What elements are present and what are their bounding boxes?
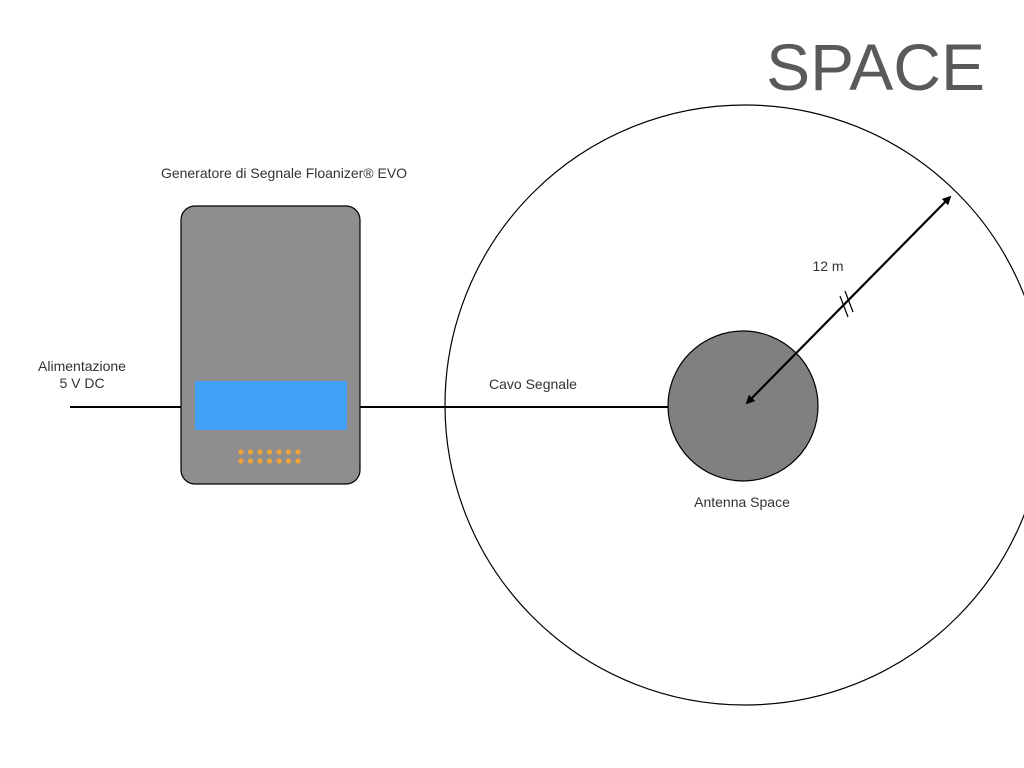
led-dot bbox=[276, 449, 282, 455]
led-dot bbox=[257, 458, 263, 464]
antenna-label: Antenna Space bbox=[694, 494, 790, 510]
led-dot bbox=[295, 449, 301, 455]
signal-cable-label: Cavo Segnale bbox=[489, 376, 577, 392]
radius-label: 12 m bbox=[812, 258, 843, 274]
generator-body bbox=[180, 205, 361, 485]
page-title: SPACE bbox=[766, 30, 985, 104]
generator-label: Generatore di Segnale Floanizer® EVO bbox=[161, 165, 407, 181]
led-dot bbox=[285, 458, 292, 464]
coverage-area-circle bbox=[444, 104, 1024, 706]
led-dot bbox=[266, 449, 273, 455]
led-dot bbox=[247, 449, 254, 455]
led-dot bbox=[257, 449, 263, 455]
generator-display bbox=[195, 381, 347, 430]
led-dot bbox=[247, 458, 254, 464]
radius-break-mark bbox=[839, 290, 854, 318]
led-dot bbox=[238, 449, 244, 455]
led-dot bbox=[285, 449, 292, 455]
led-dot bbox=[238, 458, 244, 464]
led-dot bbox=[266, 458, 273, 464]
led-dot bbox=[295, 458, 301, 464]
led-dot bbox=[276, 458, 282, 464]
power-label-line1: Alimentazione bbox=[38, 358, 126, 374]
signal-generator-device bbox=[180, 205, 361, 485]
generator-led-grid bbox=[238, 449, 301, 464]
power-label-line2: 5 V DC bbox=[59, 375, 104, 391]
